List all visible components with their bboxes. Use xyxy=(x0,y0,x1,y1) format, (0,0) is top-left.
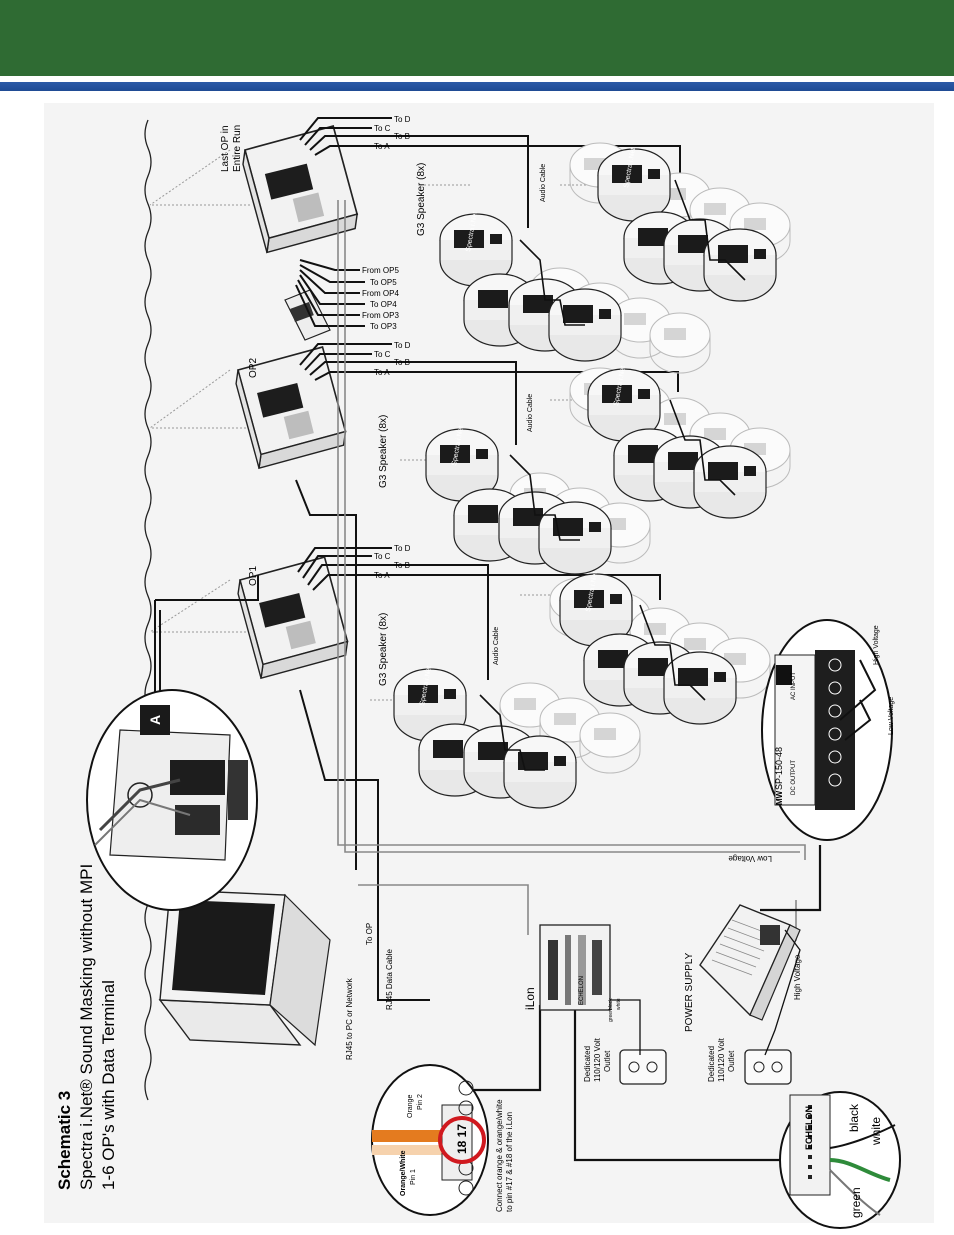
outlet-cords xyxy=(610,929,801,1056)
title-block: Schematic 3 Spectra i.Net® Sound Masking… xyxy=(55,864,118,1190)
label-pin1: Pin 1 xyxy=(410,1169,417,1185)
label-pin2: Pin 2 xyxy=(417,1094,424,1110)
title-line3: 1-6 OP's with Data Terminal xyxy=(99,980,118,1190)
label-to-a-3: To A xyxy=(374,571,390,580)
terminal-module xyxy=(284,289,331,341)
label-green: green xyxy=(849,1187,863,1218)
label-instruction-1: Connect orange & orange/white xyxy=(495,1099,504,1212)
label-high-voltage: High Voltage xyxy=(793,954,802,1000)
label-sp-model: SP-150-48 xyxy=(774,747,784,790)
outlet-ilon xyxy=(619,1049,667,1085)
label-rj45-data: RJ45 Data Cable xyxy=(385,949,394,1010)
label-terminal-a: A xyxy=(147,715,163,725)
label-to-b-1: To B xyxy=(394,132,410,141)
pin-callout xyxy=(371,1064,489,1216)
label-g3-op1: G3 Speaker (8x) xyxy=(378,613,389,686)
label-power-supply: POWER SUPPLY xyxy=(684,952,695,1032)
device-labels: iLon ECHELON RJ45 Data Cable To OP RJ45 … xyxy=(147,625,895,1218)
terminal-callout xyxy=(86,689,258,911)
label-dedicated-b1: Dedicated xyxy=(707,1046,716,1082)
label-audio-cable-3: Audio Cable xyxy=(493,627,500,665)
header-bar xyxy=(0,0,954,76)
label-from-op5: From OP5 xyxy=(362,266,399,275)
header-divider xyxy=(0,76,954,82)
label-high-voltage-2: High Voltage xyxy=(873,625,880,665)
label-to-op: To OP xyxy=(365,923,374,945)
label-dc-output: DC OUTPUT xyxy=(791,760,797,795)
label-to-d-1: To D xyxy=(394,115,411,124)
label-to-c-2: To C xyxy=(374,350,391,359)
power-terminal-callout xyxy=(761,619,893,841)
label-to-op4: To OP4 xyxy=(370,300,397,309)
label-mw-logo: MW xyxy=(775,790,784,805)
label-to-b-2: To B xyxy=(394,358,410,367)
outlet-power xyxy=(744,1049,792,1085)
op-labels: Last OP in Entire Run OP2 OP1 xyxy=(220,125,259,586)
label-dedicated-b2: 110/120 Volt xyxy=(717,1037,726,1082)
label-pin-numbers: 18 17 xyxy=(455,1124,469,1154)
label-to-d-3: To D xyxy=(394,544,411,553)
label-orange: Orange xyxy=(407,1095,414,1118)
label-instruction-2: to pin #17 & #18 of the i.Lon xyxy=(505,1112,514,1212)
label-ilon-echelon: ECHELON xyxy=(579,976,585,1005)
label-to-c-1: To C xyxy=(374,124,391,133)
speaker-wiring xyxy=(479,179,746,771)
label-ac-input: AC INPUT xyxy=(791,672,797,700)
label-dedicated-b3: Outlet xyxy=(727,1050,736,1072)
pin-callout-labels: Orange Pin 2 Orange/White Pin 1 18 17 Co… xyxy=(400,1094,514,1212)
label-to-d-2: To D xyxy=(394,341,411,350)
label-audio-cable-2: Audio Cable xyxy=(527,394,534,432)
label-to-op3: To OP3 xyxy=(370,322,397,331)
label-to-c-3: To C xyxy=(374,552,391,561)
label-to-b-3: To B xyxy=(394,561,410,570)
label-low-voltage-2: Low Voltage xyxy=(888,697,895,735)
ilon-device xyxy=(539,924,611,1011)
speaker-group-op2 xyxy=(425,367,791,575)
label-g3-op2: G3 Speaker (8x) xyxy=(378,415,389,488)
label-from-op3: From OP3 xyxy=(362,311,399,320)
title-line2: Spectra i.Net® Sound Masking without MPI xyxy=(77,864,96,1190)
speaker-group-last xyxy=(439,142,791,374)
speaker-group-op1 xyxy=(393,573,771,809)
label-to-a-2: To A xyxy=(374,368,390,377)
label-black: black xyxy=(847,1103,861,1132)
echelon-callout xyxy=(779,1091,901,1229)
label-to-a-1: To A xyxy=(374,142,390,151)
label-dedicated-2: 110/120 Volt xyxy=(593,1037,602,1082)
label-small-white: white xyxy=(616,998,622,1010)
label-echelon: ECHELON xyxy=(804,1106,814,1150)
label-white: white xyxy=(869,1117,883,1146)
cable-bus xyxy=(154,117,681,1001)
cable-labels: To D To C To B To A From OP5 To OP5 From… xyxy=(362,115,411,580)
label-audio-cable-1: Audio Cable xyxy=(540,164,547,202)
label-ilon: iLon xyxy=(523,987,537,1010)
label-last-op-2: Entire Run xyxy=(232,125,243,172)
label-g3-last: G3 Speaker (8x) xyxy=(416,163,427,236)
label-small-black: black xyxy=(608,998,614,1010)
label-op2: OP2 xyxy=(248,358,259,378)
op2-box xyxy=(224,335,358,481)
label-rj45-pc: RJ45 to PC or Network xyxy=(345,977,354,1060)
label-dedicated-3: Outlet xyxy=(603,1050,612,1072)
power-cables xyxy=(470,845,822,1162)
laptop xyxy=(158,889,331,1047)
label-last-op-1: Last OP in xyxy=(220,125,231,172)
label-dedicated-1: Dedicated xyxy=(583,1046,592,1082)
label-orange-white: Orange/White xyxy=(400,1150,407,1196)
label-to-op5: To OP5 xyxy=(370,278,397,287)
label-small-green: green xyxy=(608,1009,614,1022)
label-op1: OP1 xyxy=(248,566,259,586)
label-low-voltage: Low Voltage xyxy=(728,854,772,863)
ceiling-line xyxy=(144,119,152,1101)
op1-box xyxy=(226,545,360,691)
power-supply-unit xyxy=(699,904,801,1021)
title-line1: Schematic 3 xyxy=(55,1091,74,1190)
label-from-op4: From OP4 xyxy=(362,289,399,298)
header-blue-rule xyxy=(0,82,954,91)
